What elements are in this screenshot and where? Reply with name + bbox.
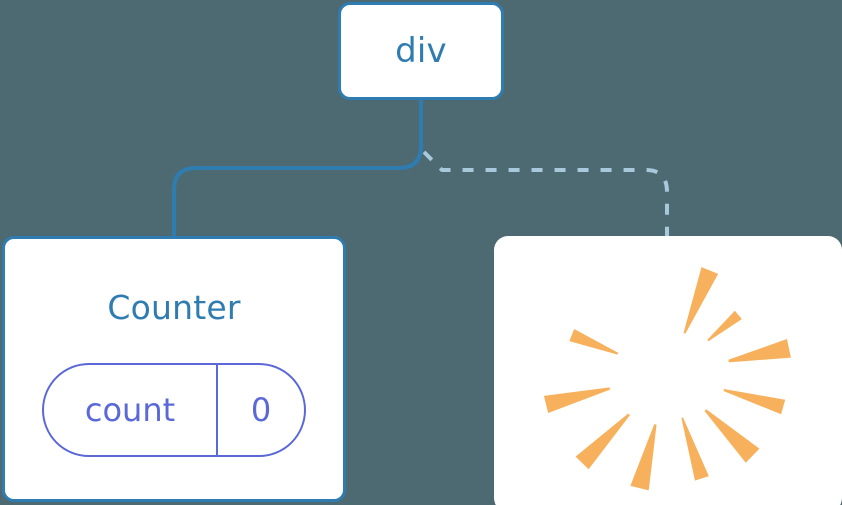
state-value: 0 bbox=[250, 391, 272, 429]
sparkle-ray-5 bbox=[681, 417, 709, 481]
state-pill[interactable]: count 0 bbox=[42, 363, 306, 457]
sparkle-ray-4 bbox=[704, 409, 760, 463]
sparkle-ray-6 bbox=[630, 424, 657, 491]
sparkle-ray-9 bbox=[569, 329, 619, 355]
sparkle-burst-icon bbox=[543, 267, 791, 491]
sparkle-ray-2 bbox=[728, 338, 791, 363]
sparkle-ray-3 bbox=[723, 389, 786, 415]
counter-node-label: Counter bbox=[107, 288, 241, 327]
sparkle-ray-1 bbox=[707, 310, 742, 342]
edge-root-sparkle bbox=[422, 150, 669, 236]
edge-root-counter bbox=[172, 98, 423, 238]
counter-node[interactable]: Counter count 0 bbox=[2, 236, 346, 502]
div-node-label: div bbox=[395, 31, 447, 71]
sparkle-ray-7 bbox=[575, 413, 630, 470]
sparkle-ray-8 bbox=[543, 387, 611, 413]
div-node[interactable]: div bbox=[338, 2, 504, 100]
sparkle-ray-0 bbox=[683, 267, 719, 334]
sparkle-node[interactable] bbox=[494, 236, 842, 505]
state-key: count bbox=[44, 365, 218, 455]
